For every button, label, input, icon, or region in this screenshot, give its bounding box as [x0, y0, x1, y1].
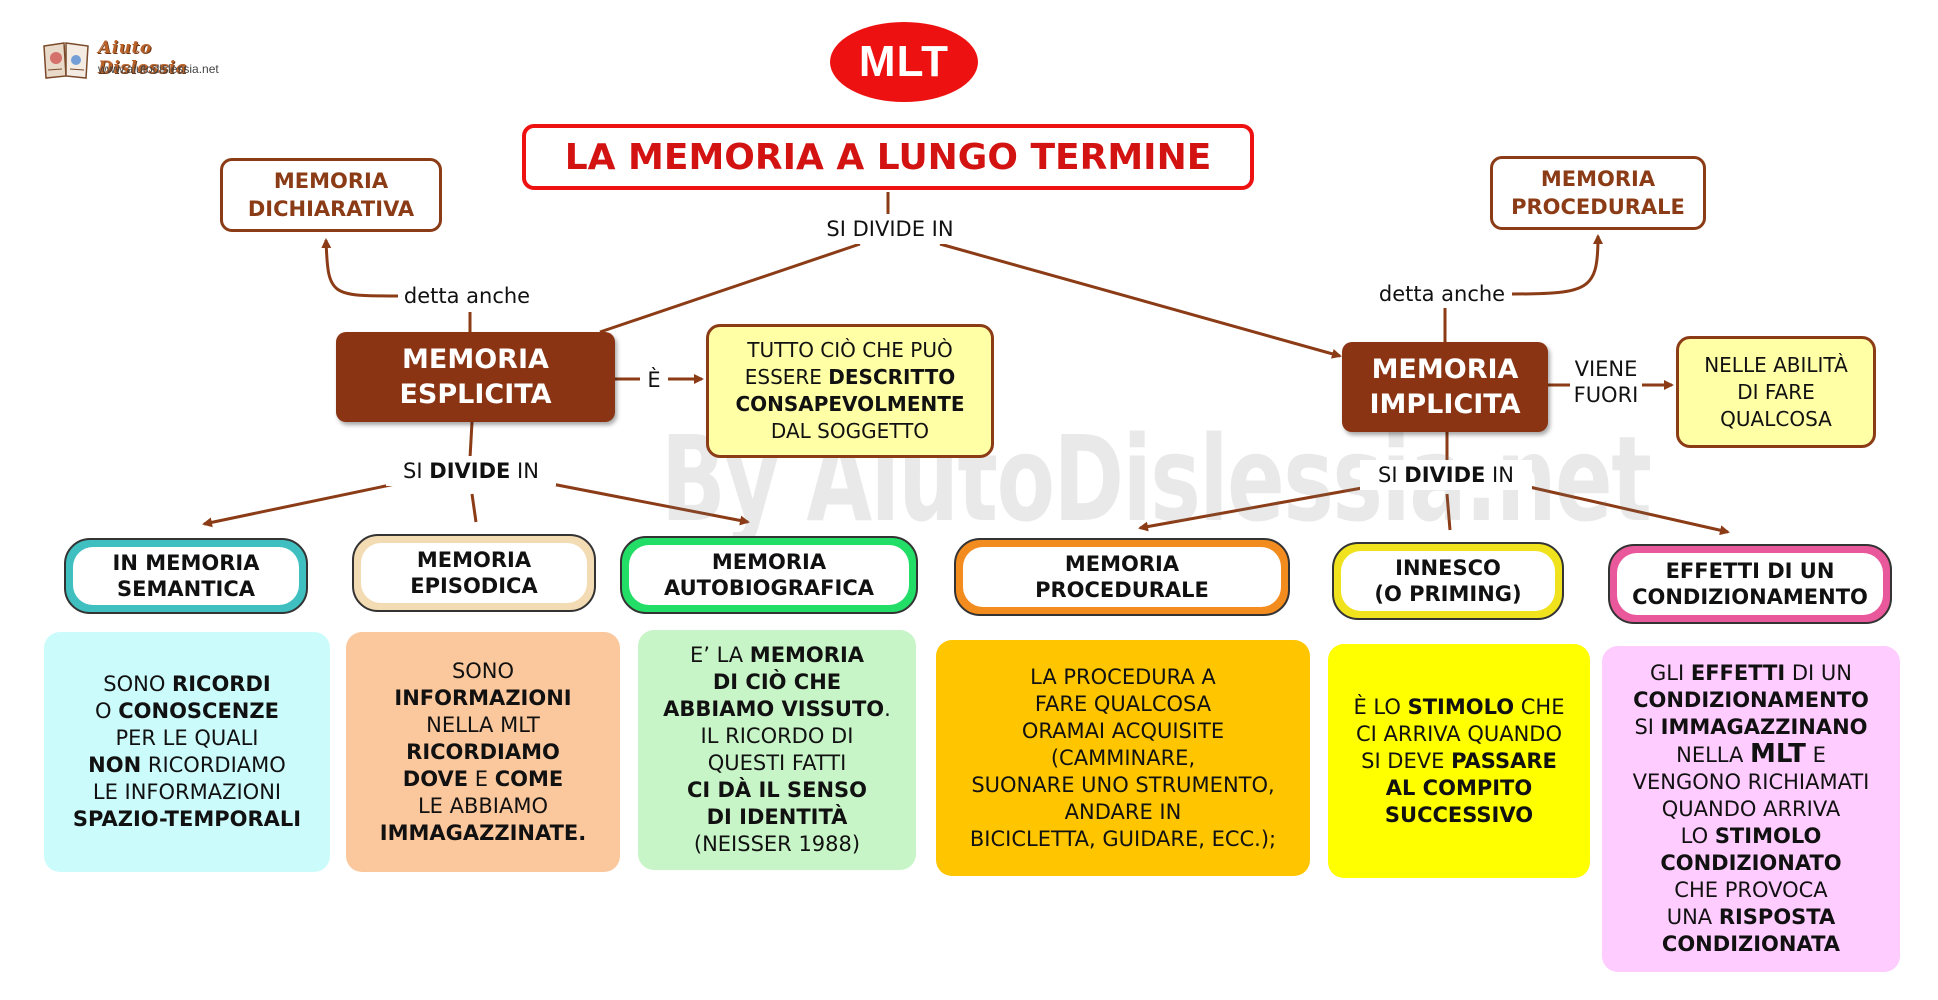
link-label-detta-anche-left: detta anche: [398, 282, 536, 310]
arrow-to-semantica: [202, 482, 396, 528]
arrow-to-dichiarativa: [321, 238, 399, 298]
mlt-badge: MLT: [830, 22, 978, 102]
arrow-to-procedurale-alias: [1511, 234, 1603, 296]
line-to-innesco: [1445, 493, 1452, 531]
link-label-si-divide-in: SI DIVIDE IN: [806, 214, 974, 244]
arrow-to-condizionamento: [1524, 484, 1730, 536]
line-esplicita-down: [468, 421, 474, 459]
desc-procedurale: LA PROCEDURA A FARE QUALCOSA ORAMAI ACQU…: [936, 640, 1310, 876]
logo-url: www.aiutodislessia.net: [98, 62, 219, 76]
desc-innesco: È LO STIMOLO CHE CI ARRIVA QUANDO SI DEV…: [1328, 644, 1590, 878]
link-label-detta-anche-right: detta anche: [1372, 280, 1512, 308]
line-to-esplicita: [599, 242, 861, 334]
desc-condizionamento: GLI EFFETTI DI UN CONDIZIONAMENTO SI IMM…: [1602, 646, 1900, 972]
arrow-to-autobiografica: [551, 482, 750, 526]
arrow-to-procedurale: [1138, 486, 1363, 532]
link-label-si-divide-in-left: SI DIVIDE IN: [386, 456, 556, 486]
desc-autobiografica: E’ LA MEMORIA DI CIÒ CHE ABBIAMO VISSUTO…: [638, 630, 916, 870]
link-label-e: È: [640, 366, 668, 394]
def-esplicita: TUTTO CIÒ CHE PUÒ ESSERE DESCRITTO CONSA…: [706, 324, 994, 458]
book-icon: [43, 42, 89, 79]
logo: Aiuto Dislessia www.aiutodislessia.net: [42, 36, 242, 84]
desc-episodica: SONO INFORMAZIONI NELLA MLT RICORDIAMO D…: [346, 632, 620, 872]
line-to-episodica: [470, 493, 478, 523]
main-title: LA MEMORIA A LUNGO TERMINE: [522, 124, 1254, 190]
link-label-si-divide-in-right: SI DIVIDE IN: [1360, 460, 1532, 490]
line-to-implicita: [939, 242, 1342, 359]
logo-name: Aiuto Dislessia: [98, 38, 188, 78]
desc-semantica: SONO RICORDI O CONOSCENZE PER LE QUALI N…: [44, 632, 330, 872]
type-innesco: INNESCO(O PRIMING): [1332, 542, 1564, 620]
